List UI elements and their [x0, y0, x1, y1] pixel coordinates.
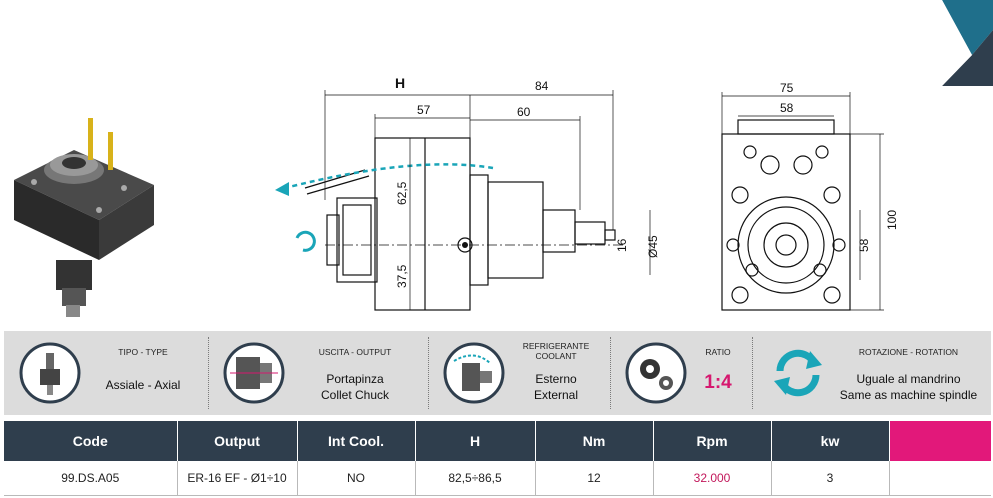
- spec-table: Code Output Int Cool. H Nm Rpm kw 99.DS.…: [4, 421, 991, 496]
- cell-int-cool: NO: [297, 461, 416, 496]
- feature-coolant-title-2: COOLANT: [535, 351, 577, 361]
- dim-75-label: 75: [780, 81, 794, 95]
- feature-type: TIPO - TYPE Assiale - Axial: [4, 331, 208, 415]
- coolant-icon: [443, 342, 505, 404]
- feature-output-value-2: Collet Chuck: [320, 388, 390, 402]
- product-photo: [14, 118, 154, 317]
- cell-nm: 12: [535, 461, 654, 496]
- feature-coolant: REFRIGERANTE COOLANT Esterno External: [428, 331, 610, 415]
- cell-h: 82,5÷86,5: [415, 461, 536, 496]
- dim-d45-label: Ø45: [646, 235, 660, 258]
- dim-62-5-label: 62,5: [395, 181, 409, 205]
- dim-100-label: 100: [885, 210, 899, 230]
- header-code: Code: [4, 421, 178, 461]
- dim-58-right-label: 58: [857, 238, 871, 252]
- dim-h-label: H: [395, 75, 405, 91]
- cell-output: ER-16 EF - Ø1÷10: [177, 461, 298, 496]
- feature-band: TIPO - TYPE Assiale - Axial USCITA - OUT…: [4, 331, 991, 415]
- header-h: H: [415, 421, 536, 461]
- dim-16-label: 16: [615, 238, 629, 252]
- feature-ratio-title: RATIO: [705, 347, 731, 357]
- header-nm: Nm: [535, 421, 654, 461]
- feature-coolant-title-1: REFRIGERANTE: [522, 341, 590, 351]
- header-output: Output: [177, 421, 298, 461]
- gears-icon: [625, 342, 687, 404]
- header-accent-cell: [889, 421, 991, 461]
- dim-58-top-label: 58: [780, 101, 794, 115]
- brand-corner-logo: [942, 0, 993, 86]
- rotation-icon: [774, 349, 822, 397]
- dim-37-5-label: 37,5: [395, 264, 409, 288]
- header-kw: kw: [771, 421, 890, 461]
- cell-code: 99.DS.A05: [4, 461, 178, 496]
- cell-rpm: 32.000: [653, 461, 772, 496]
- feature-rotation-value-1: Uguale al mandrino: [856, 372, 961, 386]
- table-row: 99.DS.A05 ER-16 EF - Ø1÷10 NO 82,5÷86,5 …: [4, 461, 991, 496]
- cell-kw: 3: [771, 461, 890, 496]
- collet-chuck-icon: [223, 342, 285, 404]
- feature-ratio-value: 1:4: [704, 372, 732, 393]
- feature-output: USCITA - OUTPUT Portapinza Collet Chuck: [208, 331, 428, 415]
- axial-type-icon: [19, 342, 81, 404]
- feature-type-value: Assiale - Axial: [105, 378, 181, 392]
- technical-drawing-area: H 84 57 60 62,5 37,5 16 Ø45: [14, 0, 993, 317]
- feature-rotation-value-2: Same as machine spindle: [839, 388, 978, 402]
- header-int-cool: Int Cool.: [297, 421, 416, 461]
- header-rpm: Rpm: [653, 421, 772, 461]
- feature-coolant-value-1: Esterno: [535, 372, 577, 386]
- feature-output-value-1: Portapinza: [326, 372, 384, 386]
- dim-57-label: 57: [417, 103, 431, 117]
- feature-rotation: ROTAZIONE - ROTATION Uguale al mandrino …: [752, 331, 991, 415]
- spec-table-header-row: Code Output Int Cool. H Nm Rpm kw: [4, 421, 991, 461]
- feature-ratio: RATIO 1:4: [610, 331, 752, 415]
- feature-type-title: TIPO - TYPE: [118, 347, 168, 357]
- feature-output-title: USCITA - OUTPUT: [318, 347, 392, 357]
- feature-rotation-title: ROTAZIONE - ROTATION: [858, 347, 959, 357]
- dim-84-label: 84: [535, 79, 549, 93]
- side-view-drawing: H 84 57 60 62,5 37,5 16 Ø45: [275, 75, 660, 311]
- front-view-drawing: 75 58 100 58: [721, 81, 899, 311]
- rotation-symbol: [295, 230, 316, 252]
- dim-60-label: 60: [517, 105, 531, 119]
- cell-empty: [889, 461, 991, 496]
- feature-coolant-value-2: External: [533, 388, 579, 402]
